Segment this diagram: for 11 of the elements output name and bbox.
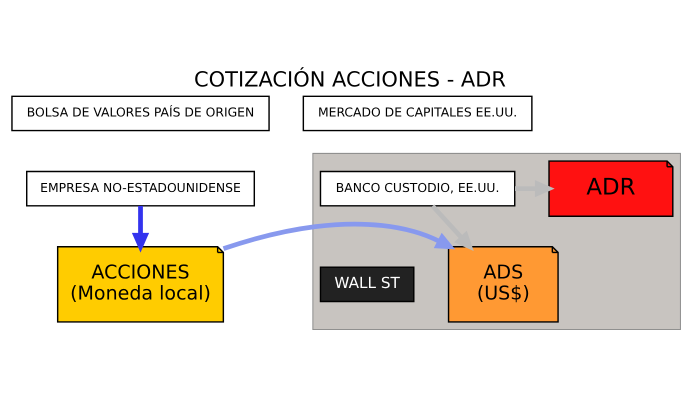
node-box: EMPRESA NO-ESTADOUNIDENSE — [26, 170, 256, 206]
arrow — [430, 204, 474, 252]
node-box: BANCO CUSTODIO, EE.UU. — [320, 170, 516, 206]
node-box: BOLSA DE VALORES PAÍS DE ORIGEN — [11, 96, 270, 132]
arrow — [132, 206, 150, 253]
arrow — [515, 180, 555, 198]
diagram-title: COTIZACIÓN ACCIONES - ADR — [194, 67, 506, 92]
arrow — [222, 222, 456, 251]
node-box: MERCADO DE CAPITALES EE.UU. — [302, 96, 533, 132]
label: WALL ST — [334, 274, 400, 292]
cluster — [312, 152, 681, 330]
